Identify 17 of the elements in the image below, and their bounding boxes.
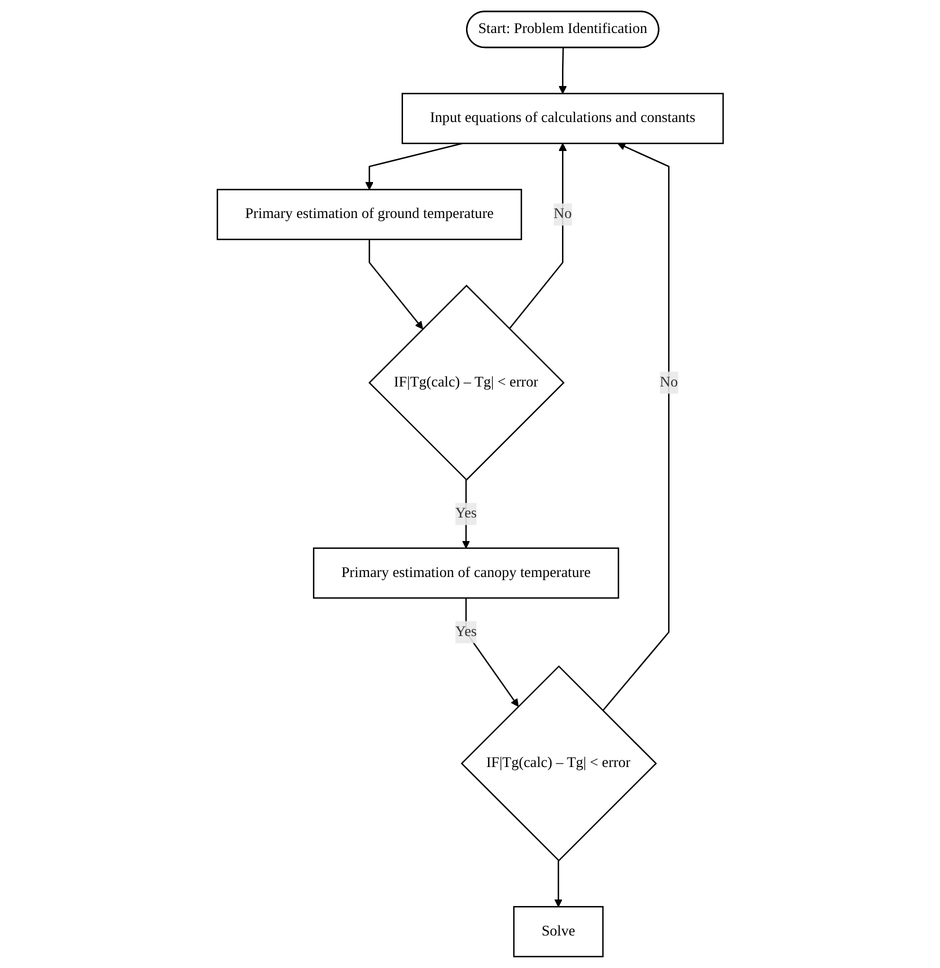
edge-label: No bbox=[553, 206, 572, 222]
node-box: Primary estimation of ground temperature bbox=[216, 188, 522, 240]
node-box: Primary estimation of canopy temperature bbox=[312, 547, 619, 599]
node-diamond: IF|Tg(calc) – Tg| < error bbox=[460, 665, 657, 862]
node-box: Input equations of calculations and constants bbox=[401, 92, 724, 144]
arrow bbox=[508, 143, 567, 330]
node-box: Solve bbox=[512, 906, 604, 958]
arrow bbox=[554, 860, 562, 908]
arrow bbox=[602, 142, 670, 712]
edge-label: Yes bbox=[455, 506, 477, 522]
node-diamond: IF|Tg(calc) – Tg| < error bbox=[368, 284, 564, 481]
arrow bbox=[465, 598, 518, 707]
arrow bbox=[365, 142, 462, 190]
edge-label: No bbox=[660, 374, 678, 390]
arrow bbox=[368, 239, 423, 330]
edge-label: Yes bbox=[455, 624, 477, 640]
arrow bbox=[558, 48, 567, 94]
